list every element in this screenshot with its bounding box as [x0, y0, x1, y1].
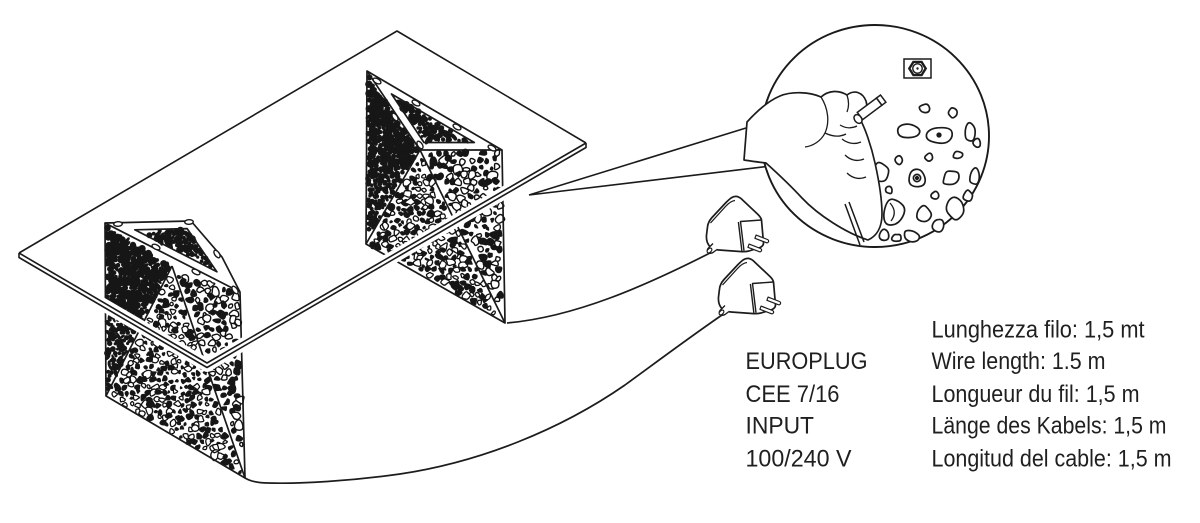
svg-text:Lunghezza filo: 1,5 mt: Lunghezza filo: 1,5 mt	[932, 317, 1145, 344]
svg-text:INPUT: INPUT	[746, 413, 815, 440]
svg-text:Longitud del cable: 1,5 m: Longitud del cable: 1,5 m	[932, 446, 1172, 473]
svg-text:Longueur du fil: 1,5 m: Longueur du fil: 1,5 m	[932, 381, 1140, 408]
svg-text:Länge des Kabels: 1,5 m: Länge des Kabels: 1,5 m	[932, 413, 1167, 440]
svg-text:EUROPLUG: EUROPLUG	[746, 348, 868, 375]
svg-text:Wire length: 1.5 m: Wire length: 1.5 m	[932, 348, 1106, 375]
svg-text:CEE 7/16: CEE 7/16	[746, 381, 840, 408]
svg-text:100/240 V: 100/240 V	[746, 446, 852, 473]
